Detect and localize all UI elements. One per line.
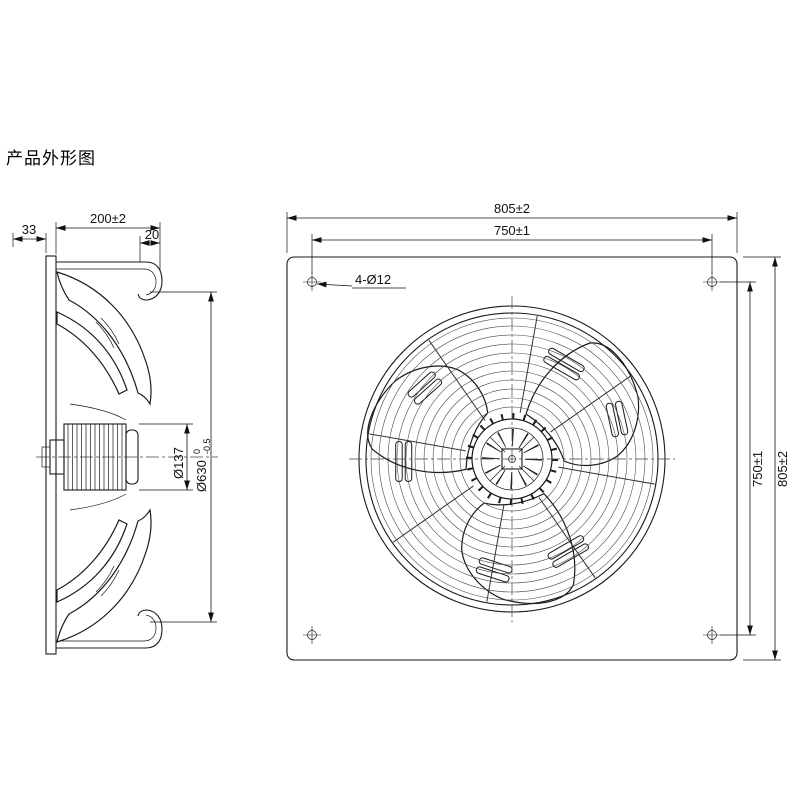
dim-rear-33: 33 <box>12 222 47 253</box>
dim-hole-spacing-width-label: 750±1 <box>494 223 530 238</box>
motor-shaft-block <box>41 446 51 468</box>
dim-depth-200: 200±2 <box>55 211 161 270</box>
impeller-tolerance-lower: -0.5 <box>202 438 212 454</box>
side-mounting-plate <box>45 255 57 655</box>
dim-hole-spacing-width: 750±1 <box>311 223 713 274</box>
side-view: 33 200±2 20 Ø137 <box>12 211 218 655</box>
mounting-hole-bottom-right <box>702 625 722 645</box>
side-bellmouth-top <box>56 261 163 301</box>
mounting-hole-top-right <box>702 272 722 292</box>
mounting-hole-bottom-left <box>302 625 322 645</box>
dim-impeller-diameter: Ø630 0 -0.5 <box>150 291 217 623</box>
front-wall-plate <box>286 256 738 661</box>
front-view: 4-Ø12 805±2 750±1 750±1 <box>286 201 790 661</box>
page-title: 产品外形图 <box>6 149 96 168</box>
impeller-tolerance-upper: 0 <box>192 449 202 454</box>
side-impeller-upper <box>56 271 152 421</box>
motor-end-cap <box>125 429 139 485</box>
dim-motor-diameter-label: Ø137 <box>171 447 186 479</box>
mounting-hole-top-left <box>302 272 322 292</box>
side-motor <box>41 423 139 491</box>
side-impeller-lower <box>56 493 152 643</box>
fan-guard-spokes <box>369 316 655 602</box>
dim-outer-height: 805±2 <box>743 256 790 661</box>
dim-rear-label: 33 <box>22 222 36 237</box>
dim-motor-diameter: Ø137 <box>139 423 193 491</box>
side-bellmouth-bottom <box>56 609 163 649</box>
dim-hole-spacing-height: 750±1 <box>720 281 765 636</box>
dim-outer-width: 805±2 <box>286 201 738 253</box>
dim-hole-spacing-height-label: 750±1 <box>750 451 765 487</box>
dim-impeller-diameter-label: Ø630 <box>194 460 209 492</box>
holes-note-label: 4-Ø12 <box>355 272 391 287</box>
dim-depth-label: 200±2 <box>90 211 126 226</box>
dim-flange-label: 20 <box>145 227 159 242</box>
dim-flange-20: 20 <box>139 227 160 262</box>
dim-outer-width-label: 805±2 <box>494 201 530 216</box>
dim-outer-height-label: 805±2 <box>775 451 790 487</box>
dim-holes-note: 4-Ø12 <box>316 272 406 289</box>
